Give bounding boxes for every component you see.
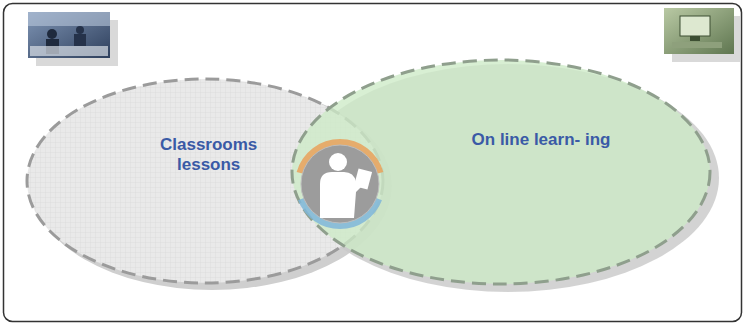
node-label: Classrooms lessons — [160, 135, 257, 175]
computer-photo — [664, 8, 740, 62]
tutor-silhouette — [320, 153, 372, 218]
outer-frame — [4, 4, 742, 322]
tutor-circle: eTutor — [294, 138, 386, 230]
dashed-ellipse — [292, 60, 710, 284]
node-label: On line learn- ing — [472, 130, 611, 150]
tutor-circle-outline — [294, 138, 386, 230]
node-label-box: eTutor — [294, 192, 386, 201]
tutor-disc — [301, 145, 379, 223]
tutor-label: eTutor — [328, 192, 352, 201]
classroom-photo — [28, 12, 118, 66]
